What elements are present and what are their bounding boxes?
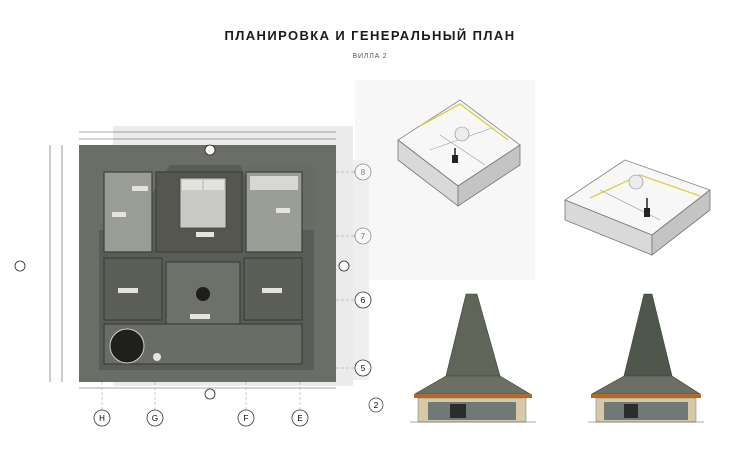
room-label-tag	[190, 314, 210, 319]
section-marker	[14, 260, 26, 272]
column-axes: H G F E	[93, 409, 309, 427]
room-label-tag	[118, 288, 138, 293]
section-mark-2: 2	[368, 397, 384, 413]
section-marker	[204, 388, 216, 400]
axis-label-6: 6	[361, 296, 366, 305]
bathroom-room	[103, 171, 153, 253]
axis-label-e: E	[297, 414, 302, 423]
living-right-room	[243, 257, 303, 321]
fireplace	[196, 287, 210, 301]
axonometric-view-1	[355, 80, 535, 280]
elevation-1	[410, 293, 536, 423]
room-label-tag	[276, 208, 290, 213]
axis-label-h: H	[99, 414, 105, 423]
elevation-2	[588, 293, 704, 423]
axis-label-g: G	[152, 414, 158, 423]
pillow	[204, 180, 224, 190]
section-marker	[204, 144, 216, 156]
axis-label-f: F	[244, 414, 249, 423]
room-label-tag	[262, 288, 282, 293]
axis-label-5: 5	[361, 364, 366, 373]
page-title: ПЛАНИРОВКА И ГЕНЕРАЛЬНЫЙ ПЛАН	[224, 28, 516, 43]
pillow	[182, 180, 202, 190]
living-center-room	[165, 261, 241, 325]
plant	[153, 353, 161, 361]
room-label-tag	[132, 186, 148, 191]
hot-tub	[109, 328, 145, 364]
room-label-tag	[112, 212, 126, 217]
axonometric-view-2	[564, 159, 711, 256]
page-subtitle: ВИЛЛА 2	[352, 53, 388, 60]
room-label-tag	[196, 232, 214, 237]
floor-plan	[14, 126, 369, 410]
kitchen-counter	[250, 176, 298, 190]
svg-text:2: 2	[374, 401, 379, 410]
section-marker	[338, 260, 350, 272]
